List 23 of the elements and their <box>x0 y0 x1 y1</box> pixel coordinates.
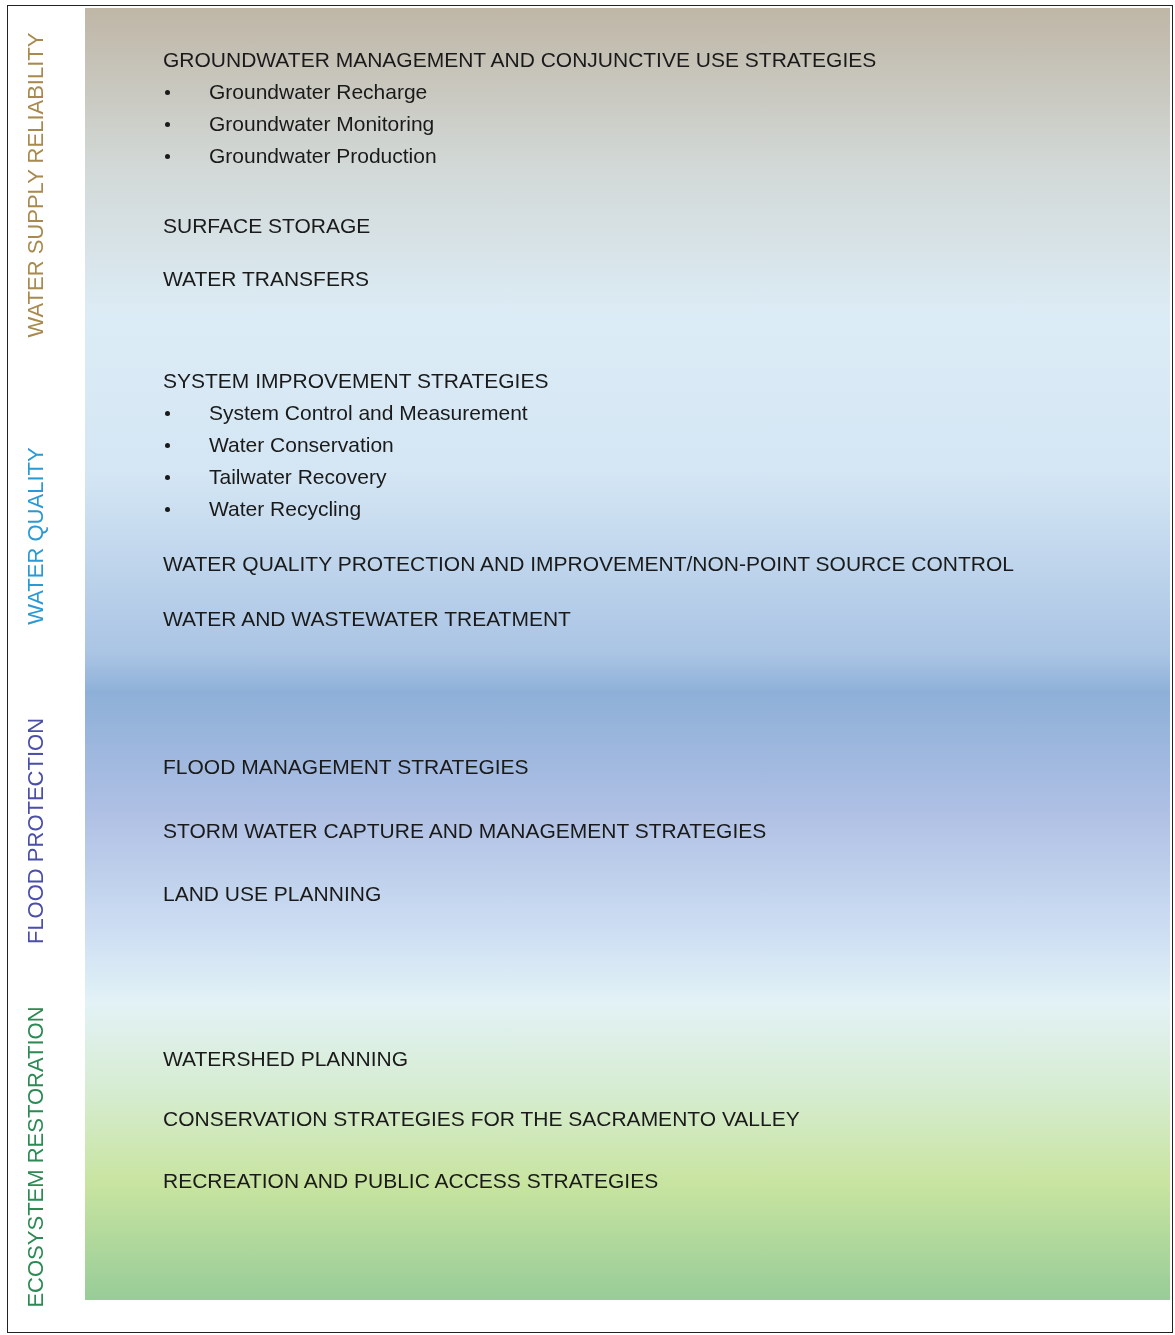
strategy-heading: WATER QUALITY PROTECTION AND IMPROVEMENT/NON-POINT SOURCE CONTROL <box>163 551 1014 577</box>
list-item: Water Recycling <box>209 496 362 522</box>
strategy-heading: CONSERVATION STRATEGIES FOR THE SACRAMENTO VALLEY <box>163 1106 800 1132</box>
strategy-heading: SURFACE STORAGE <box>163 213 371 239</box>
strategy-heading: STORM WATER CAPTURE AND MANAGEMENT STRATEGIES <box>163 818 767 844</box>
strategy-heading: WATER AND WASTEWATER TREATMENT <box>163 606 571 632</box>
category-label: WATER QUALITY <box>23 447 49 625</box>
list-item: Groundwater Recharge <box>209 79 428 105</box>
strategy-heading: WATERSHED PLANNING <box>163 1046 409 1072</box>
strategy-heading: LAND USE PLANNING <box>163 881 382 907</box>
strategy-heading: FLOOD MANAGEMENT STRATEGIES <box>163 754 529 780</box>
list-item: System Control and Measurement <box>209 400 528 426</box>
list-item: Groundwater Monitoring <box>209 111 435 137</box>
category-label: WATER SUPPLY RELIABILITY <box>23 32 49 338</box>
strategy-heading: GROUNDWATER MANAGEMENT AND CONJUNCTIVE USE STRATEGIES <box>163 47 877 73</box>
strategy-heading: SYSTEM IMPROVEMENT STRATEGIES <box>163 368 549 394</box>
category-label: ECOSYSTEM RESTORATION <box>23 1006 49 1308</box>
strategy-heading: WATER TRANSFERS <box>163 266 370 292</box>
list-item: Groundwater Production <box>209 143 437 169</box>
list-item: Water Conservation <box>209 432 394 458</box>
category-label: FLOOD PROTECTION <box>23 717 49 945</box>
strategy-heading: RECREATION AND PUBLIC ACCESS STRATEGIES <box>163 1168 659 1194</box>
list-item: Tailwater Recovery <box>209 464 387 490</box>
